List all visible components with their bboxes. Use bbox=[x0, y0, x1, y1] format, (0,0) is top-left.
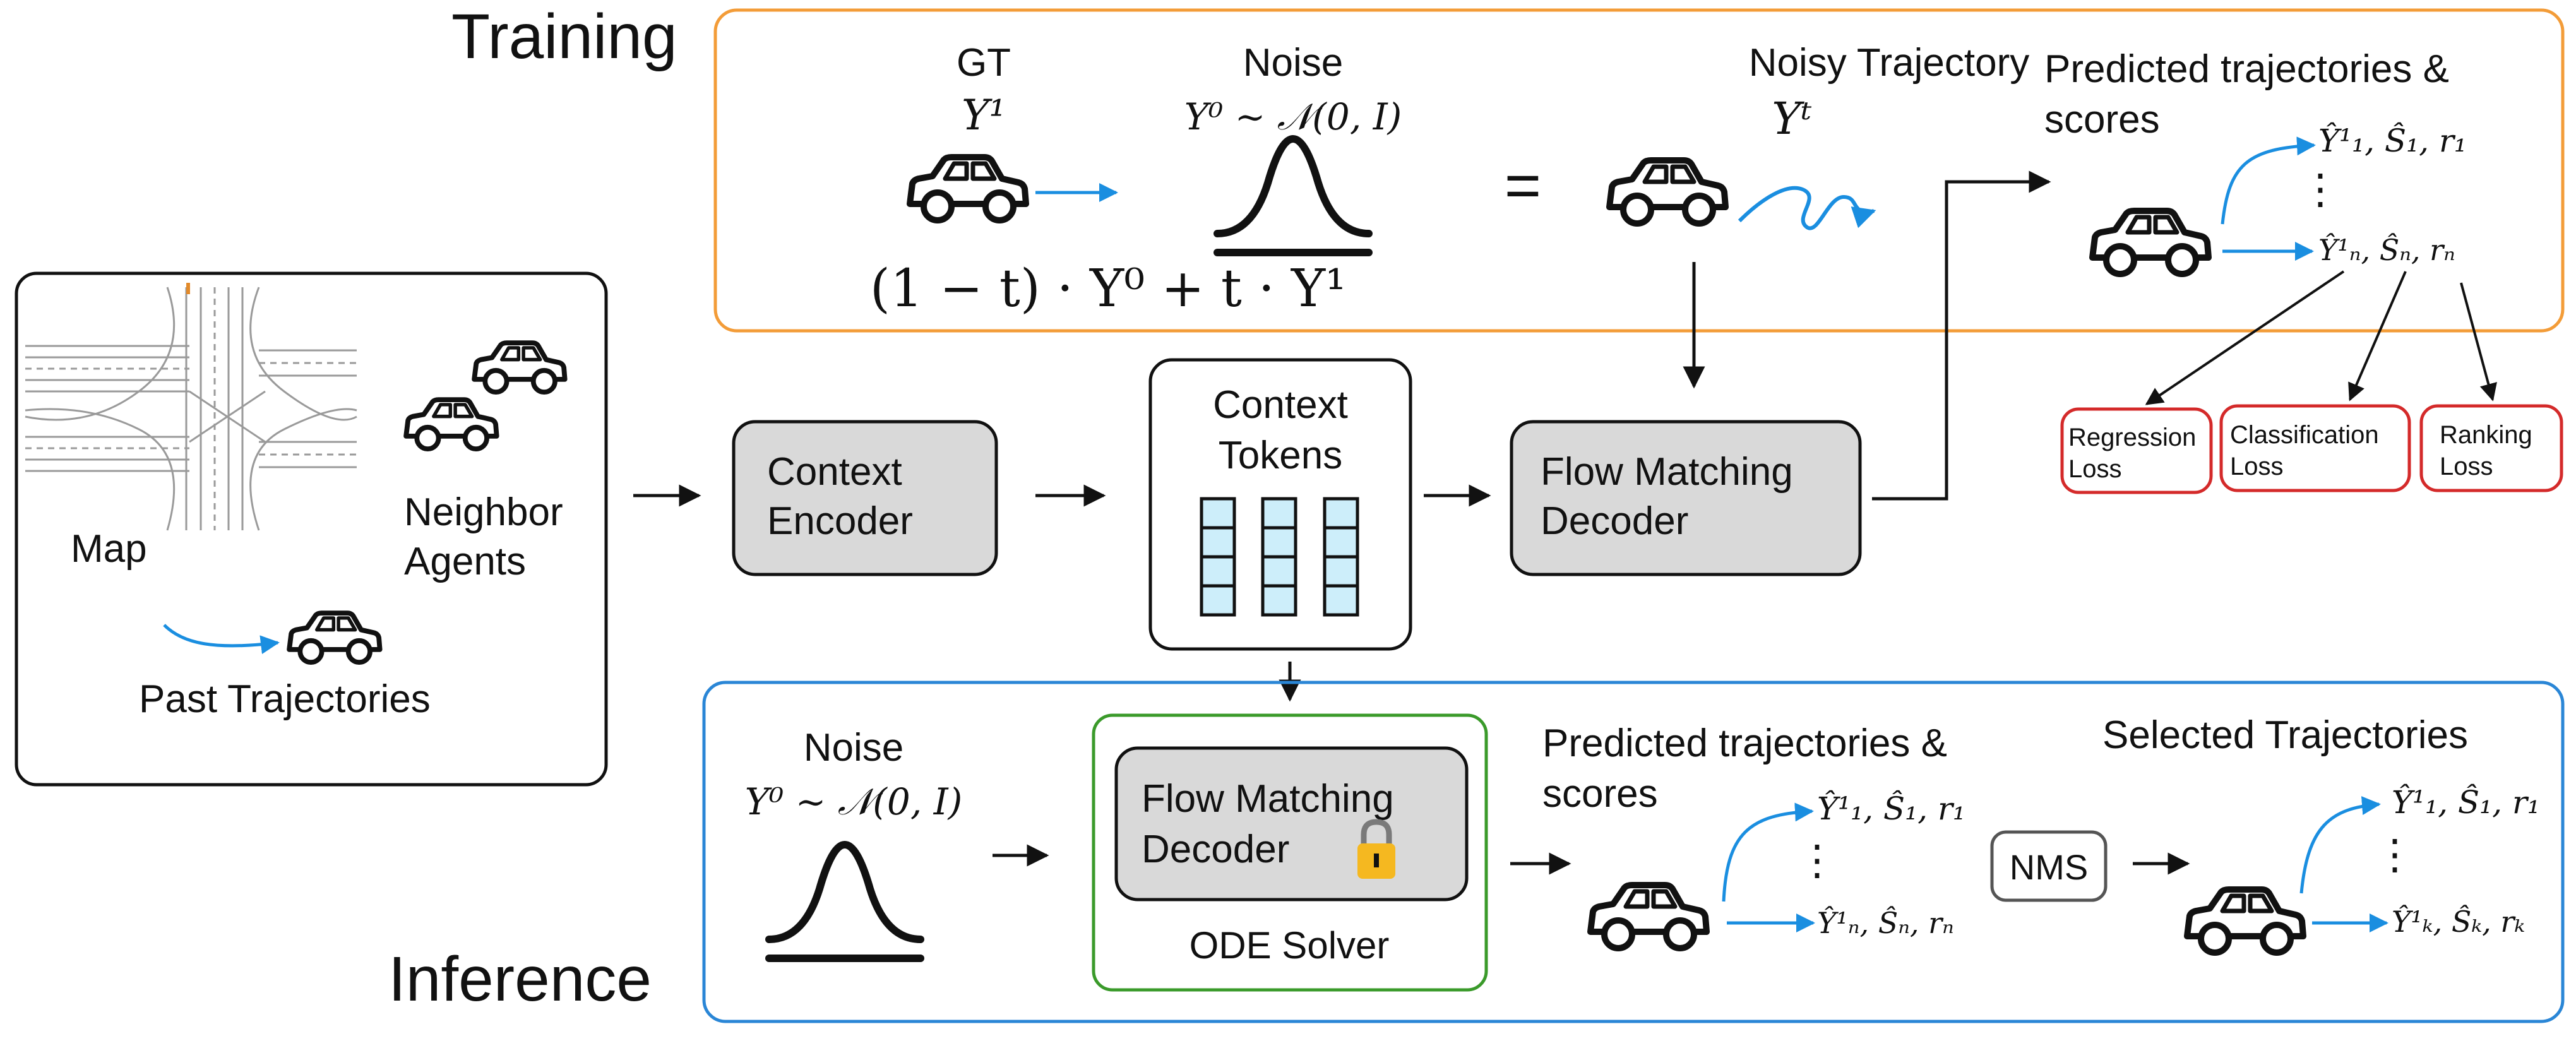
map-label: Map bbox=[71, 527, 147, 571]
regression-loss-arrow bbox=[2145, 270, 2345, 405]
noise-dist: Y⁰ ∼ 𝒩(0, I) bbox=[1184, 95, 1402, 138]
inf-pred-last: Ŷ¹ₙ, Ŝₙ, rₙ bbox=[1817, 905, 1954, 940]
ranking-loss-label-2: Loss bbox=[2440, 453, 2493, 480]
training-title: Training bbox=[451, 1, 677, 72]
train-pred-label-2: scores bbox=[2044, 98, 2160, 141]
context-tokens-label-1: Context bbox=[1213, 383, 1348, 427]
regression-loss-label-2: Loss bbox=[2068, 455, 2122, 483]
inf-pred-arrow-top bbox=[1722, 802, 1814, 902]
inf-vdots: ⋮ bbox=[1796, 836, 1838, 884]
classification-loss-label-2: Loss bbox=[2230, 453, 2284, 480]
past-trajectory-arrow bbox=[163, 624, 280, 655]
car-icon bbox=[910, 157, 1026, 220]
train-pred-first: Ŷ¹₁, Ŝ₁, r₁ bbox=[2318, 122, 2467, 159]
train-pred-arrow-top bbox=[2221, 136, 2316, 225]
ranking-loss-label-1: Ranking bbox=[2440, 421, 2532, 449]
inf-noise-label: Noise bbox=[804, 726, 904, 770]
ode-solver-label: ODE Solver bbox=[1190, 924, 1390, 967]
selected-last: Ŷ¹ₖ, Ŝₖ, rₖ bbox=[2392, 904, 2525, 939]
ranking-loss-box bbox=[2419, 404, 2563, 492]
inference-frame bbox=[702, 681, 2565, 1023]
squiggle-trajectory-icon bbox=[1738, 186, 1876, 230]
decoder-label-2: Decoder bbox=[1541, 499, 1688, 543]
token-columns bbox=[1200, 497, 1359, 617]
equals-sign: = bbox=[1505, 150, 1541, 221]
gt-label: GT bbox=[957, 41, 1011, 85]
context-encoder-label-1: Context bbox=[767, 450, 902, 494]
car-icon bbox=[2187, 889, 2303, 953]
context-encoder-label-2: Encoder bbox=[767, 499, 913, 543]
regression-loss-box bbox=[2060, 407, 2213, 494]
gt-symbol: Y¹ bbox=[962, 91, 1006, 140]
classification-loss-box bbox=[2219, 404, 2411, 492]
noise-label: Noise bbox=[1243, 41, 1344, 85]
inf-pred-label-1: Predicted trajectories & bbox=[1542, 722, 1947, 765]
decoder-label-1: Flow Matching bbox=[1541, 450, 1793, 494]
train-pred-last: Ŷ¹ₙ, Ŝₙ, rₙ bbox=[2318, 232, 2455, 267]
inf-decoder-label-1: Flow Matching bbox=[1142, 777, 1394, 821]
regression-loss-label-1: Regression bbox=[2068, 424, 2196, 451]
car-icon bbox=[2092, 211, 2209, 274]
map-graphic bbox=[25, 283, 357, 531]
inference-decoder-block bbox=[1114, 746, 1469, 901]
decoder-to-predictions-arrow bbox=[1872, 170, 2051, 501]
train-vdots: ⋮ bbox=[2299, 165, 2341, 213]
neighbor-label-2: Agents bbox=[404, 540, 526, 583]
nms-label: NMS bbox=[2010, 847, 2088, 887]
neighbor-label-1: Neighbor bbox=[404, 491, 563, 534]
noisy-symbol: Yᵗ bbox=[1772, 93, 1811, 145]
past-trajectories-label: Past Trajectories bbox=[139, 677, 431, 721]
car-icon bbox=[1609, 160, 1726, 223]
selected-vdots: ⋮ bbox=[2374, 830, 2416, 879]
selected-trajectories-label: Selected Trajectories bbox=[2102, 713, 2468, 757]
lock-icon bbox=[1357, 819, 1395, 879]
inference-title: Inference bbox=[388, 944, 652, 1014]
inf-pred-first: Ŷ¹₁, Ŝ₁, r₁ bbox=[1817, 790, 1965, 827]
car-icon bbox=[1590, 885, 1707, 948]
context-encoder-block bbox=[732, 420, 998, 576]
interpolation-formula: (1 − t) · Y⁰ + t · Y¹ bbox=[870, 259, 1346, 319]
selected-first: Ŷ¹₁, Ŝ₁, r₁ bbox=[2392, 783, 2540, 821]
inf-pred-label-2: scores bbox=[1542, 772, 1658, 816]
bell-curve-icon bbox=[1217, 139, 1369, 253]
train-pred-label-1: Predicted trajectories & bbox=[2044, 47, 2449, 91]
inf-noise-dist: Y⁰ ∼ 𝒩(0, I) bbox=[745, 780, 963, 823]
noisy-trajectory-label: Noisy Trajectory bbox=[1749, 41, 2029, 85]
training-frame bbox=[713, 8, 2565, 333]
nms-box bbox=[1990, 830, 2108, 902]
bell-curve-icon bbox=[769, 845, 921, 958]
ode-solver-frame bbox=[1092, 713, 1488, 992]
flow-matching-decoder-block bbox=[1510, 420, 1862, 576]
ranking-loss-arrow bbox=[2460, 282, 2497, 402]
classification-loss-label-1: Classification bbox=[2230, 421, 2379, 449]
selected-arrow-top bbox=[2299, 796, 2381, 894]
context-tokens-label-2: Tokens bbox=[1219, 434, 1342, 477]
classification-loss-arrow bbox=[2348, 271, 2407, 402]
inf-decoder-label-2: Decoder bbox=[1142, 828, 1289, 871]
